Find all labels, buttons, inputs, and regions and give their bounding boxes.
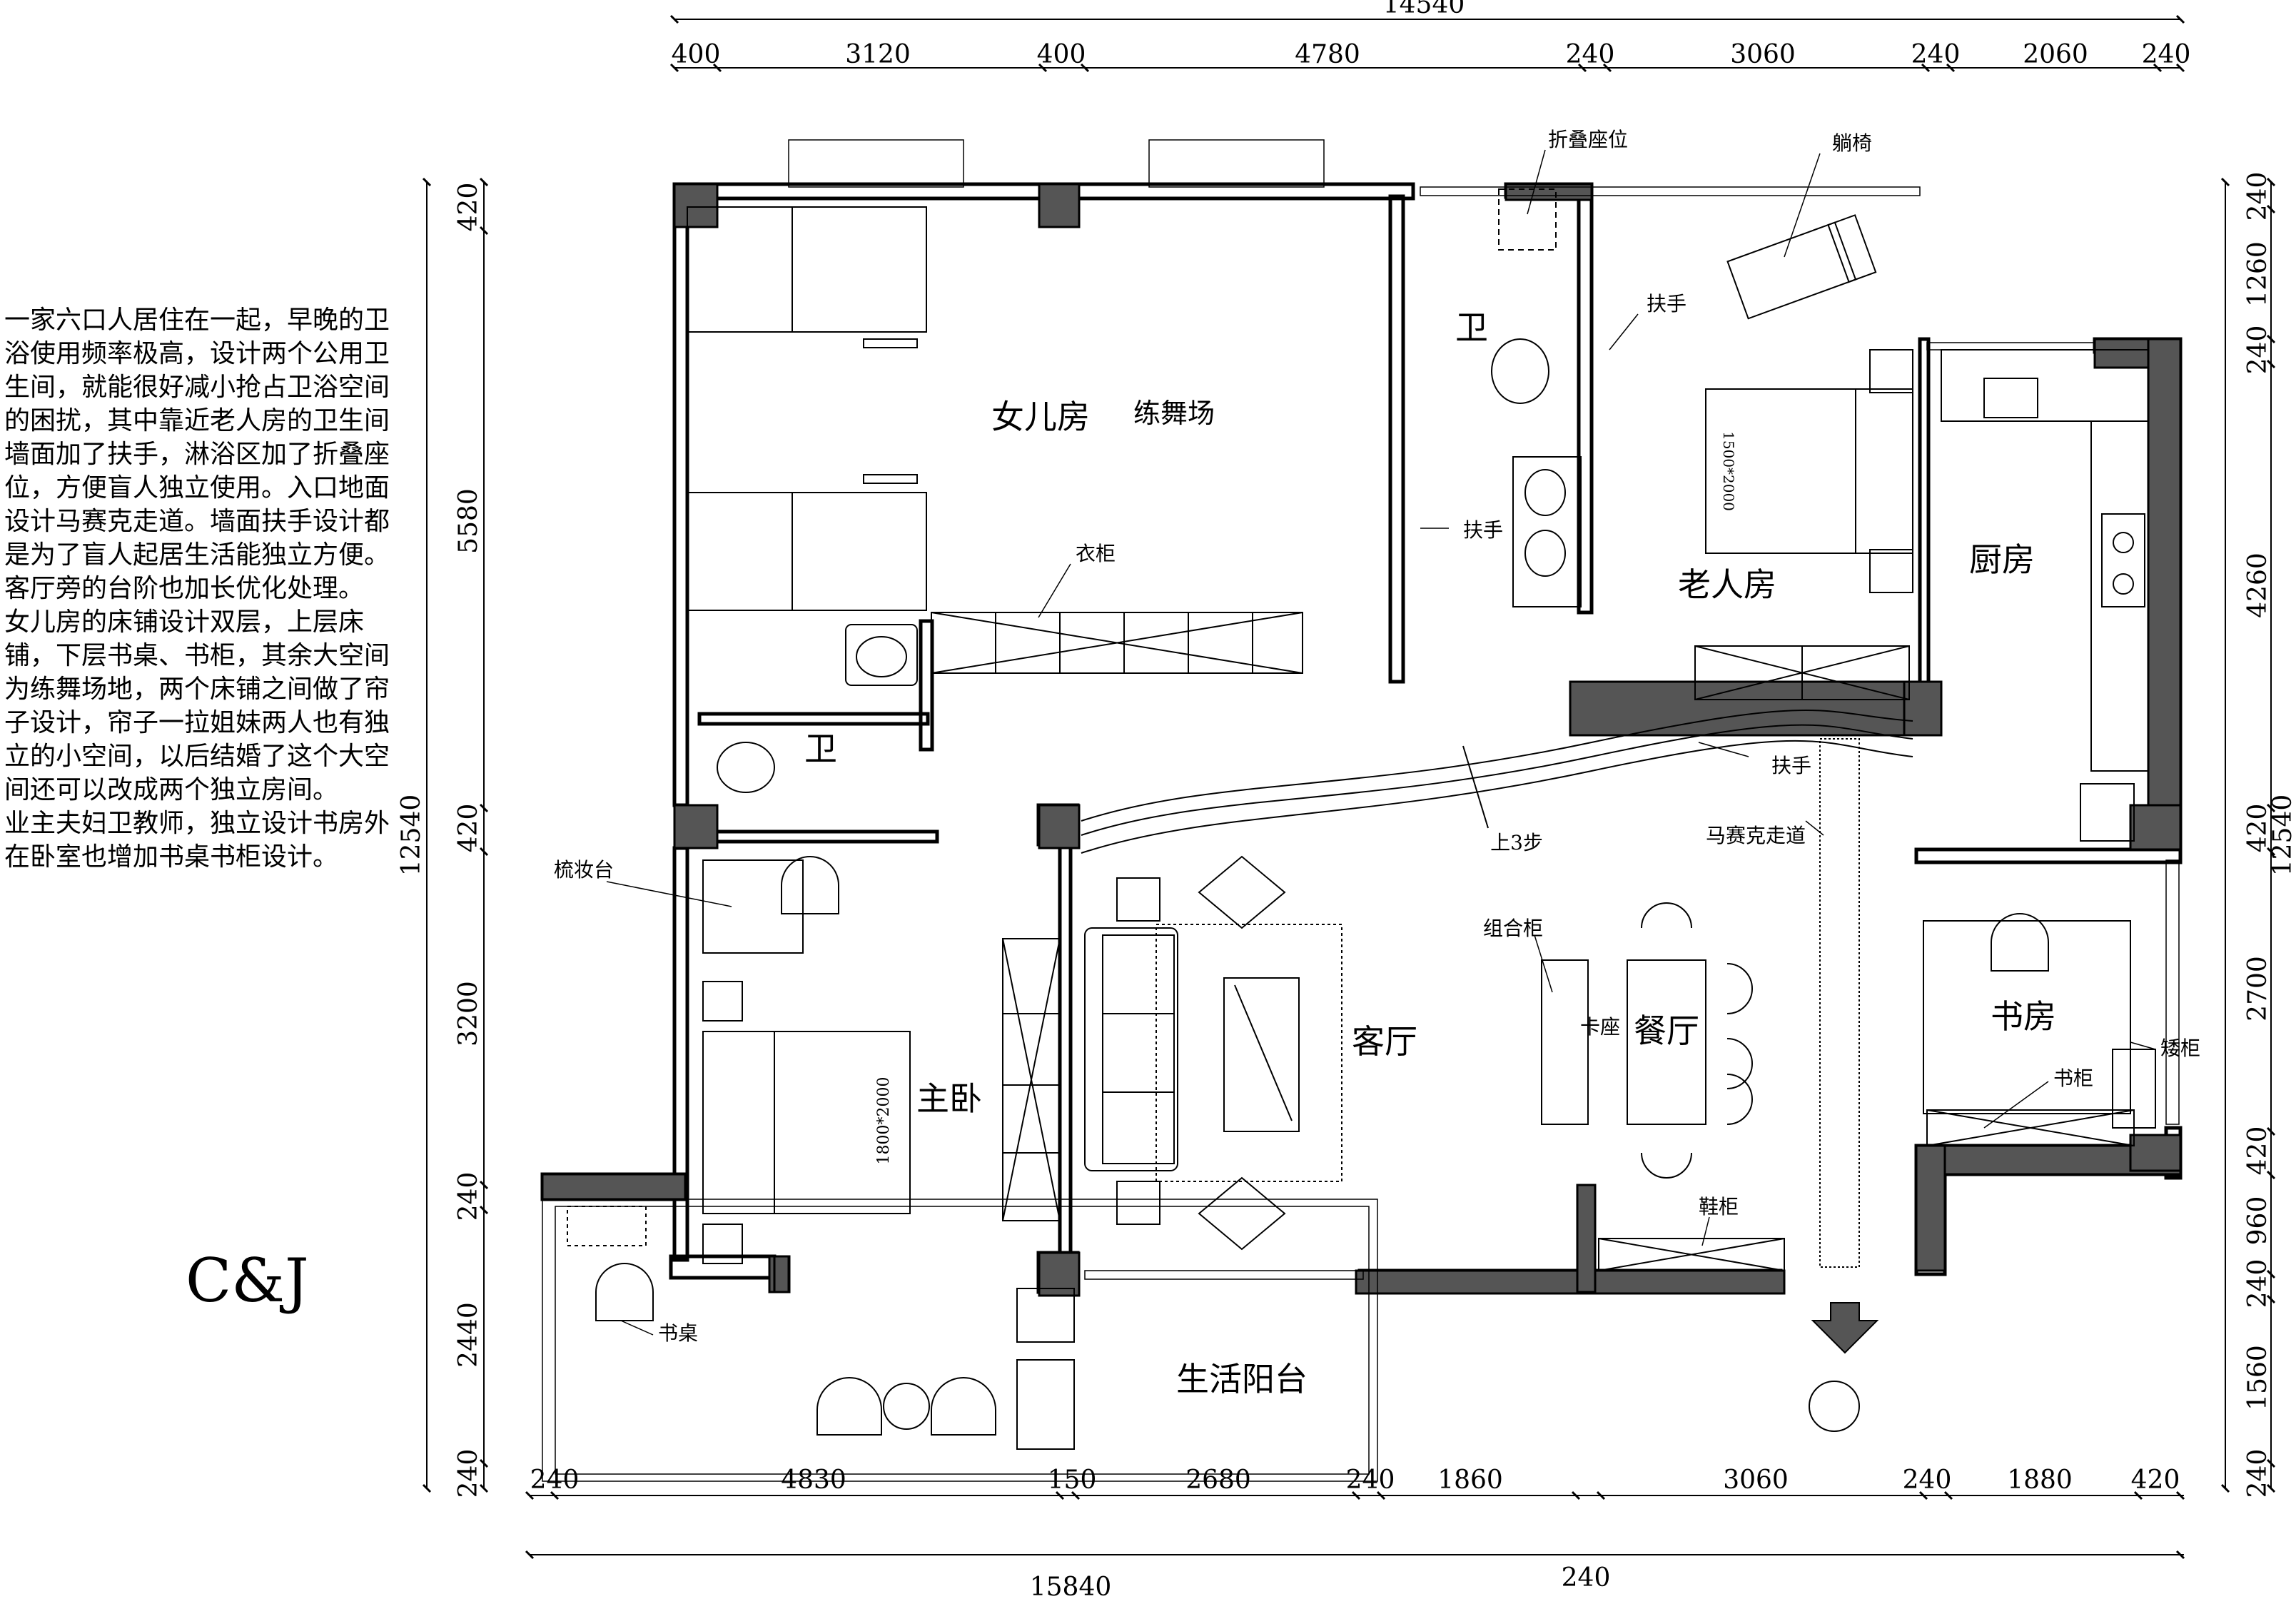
dim-left-0: 420 <box>454 183 483 232</box>
dimension-text-bottom: 240 4830 150 2680 240 1860 3060 240 1880… <box>530 1466 2180 1599</box>
label-handrail-1: 扶手 <box>1647 292 1686 316</box>
dimension-ticks <box>422 14 2276 1560</box>
dim-bottom-total: 15840 <box>1030 1573 1112 1599</box>
dim-right-8: 240 <box>2243 1259 2272 1308</box>
dim-bottom-extra: 240 <box>1562 1563 1611 1593</box>
dim-top-5: 3060 <box>1730 40 1796 69</box>
dim-bottom-7: 240 <box>1903 1466 1952 1495</box>
dim-right-4: 420 <box>2243 804 2272 853</box>
dimension-text-left: 12540 420 5580 420 3200 240 2440 240 <box>397 183 483 1498</box>
room-kitchen: 厨房 <box>1969 540 2035 579</box>
leader-lines <box>606 149 2156 1336</box>
room-labels: 女儿房 练舞场 卫 卫 老人房 厨房 客厅 餐厅 主卧 书房 生活阳台 <box>804 308 2056 1398</box>
dim-right-3: 4260 <box>2243 553 2272 618</box>
label-recliner: 躺椅 <box>1832 131 1872 155</box>
description-paragraph-2: 女儿房的床铺设计双层，上层床铺，下层书桌、书柜，其余大空间为练舞场地，两个床铺之… <box>4 607 390 804</box>
room-master: 主卧 <box>916 1079 982 1118</box>
dim-left-2: 420 <box>454 804 483 853</box>
label-low-cabinet: 矮柜 <box>2160 1036 2200 1060</box>
room-bath-top: 卫 <box>1455 308 1488 347</box>
wall-columns <box>541 183 2182 1297</box>
room-dance: 练舞场 <box>1133 398 1215 429</box>
dim-top-0: 400 <box>672 40 721 69</box>
dim-left-total: 12540 <box>397 795 426 877</box>
label-bed-master: 1800*2000 <box>875 1077 893 1165</box>
label-vanity: 梳妆台 <box>554 858 614 882</box>
brand-logo: C&J <box>186 1246 309 1316</box>
dim-right-9: 1560 <box>2243 1345 2272 1411</box>
dim-top-1: 3120 <box>845 40 911 69</box>
room-daughter: 女儿房 <box>991 398 1090 436</box>
dim-right-1: 1260 <box>2243 241 2272 307</box>
label-wardrobe: 衣柜 <box>1076 542 1116 565</box>
label-combo-cabinet: 组合柜 <box>1483 917 1543 940</box>
room-living: 客厅 <box>1352 1022 1417 1061</box>
dimension-text-right: 12540 240 1260 240 4260 420 2700 420 960… <box>2243 172 2296 1498</box>
dim-top-4: 240 <box>1566 40 1615 69</box>
dim-bottom-8: 1880 <box>2007 1466 2073 1495</box>
dim-top-3: 4780 <box>1295 40 1360 69</box>
dimension-text-top: 14540 400 3120 400 4780 240 3060 240 206… <box>672 0 2191 69</box>
dimension-lines <box>426 19 2272 1555</box>
label-handrail-3: 扶手 <box>1771 754 1811 777</box>
dim-top-7: 2060 <box>2023 40 2088 69</box>
room-balcony: 生活阳台 <box>1176 1360 1308 1398</box>
dim-right-2: 240 <box>2243 326 2272 375</box>
dim-top-2: 400 <box>1037 40 1086 69</box>
room-elder: 老人房 <box>1678 565 1776 604</box>
dim-bottom-4: 240 <box>1346 1466 1395 1495</box>
label-bookcase: 书柜 <box>2053 1066 2093 1090</box>
dim-bottom-0: 240 <box>530 1466 580 1495</box>
label-booth: 卡座 <box>1580 1015 1620 1039</box>
dim-left-1: 5580 <box>454 488 483 554</box>
dim-right-0: 240 <box>2243 172 2272 221</box>
dim-bottom-6: 3060 <box>1723 1466 1789 1495</box>
dim-right-7: 960 <box>2243 1196 2272 1246</box>
dim-top-8: 240 <box>2142 40 2191 69</box>
room-bath-left: 卫 <box>804 730 837 768</box>
dim-left-4: 240 <box>454 1172 483 1221</box>
annotation-labels: 折叠座位 躺椅 扶手 扶手 扶手 衣柜 梳妆台 组合柜 卡座 马赛克走道 上3步… <box>554 128 2200 1345</box>
dim-right-6: 420 <box>2243 1126 2272 1176</box>
walls <box>540 182 2183 1294</box>
design-description: 一家六口人居住在一起，早晚的卫浴使用频率极高，设计两个公用卫生间，就能很好减小抢… <box>4 303 390 874</box>
furniture <box>567 188 2156 1450</box>
dim-bottom-2: 150 <box>1048 1466 1097 1495</box>
dim-bottom-5: 1860 <box>1437 1466 1503 1495</box>
dim-bottom-3: 2680 <box>1185 1466 1251 1495</box>
dim-bottom-9: 420 <box>2131 1466 2180 1495</box>
dim-top-total: 14540 <box>1383 0 1465 19</box>
label-steps: 上3步 <box>1490 831 1543 854</box>
dim-left-3: 3200 <box>454 981 483 1046</box>
dim-right-10: 240 <box>2243 1449 2272 1498</box>
description-paragraph-3: 业主夫妇卫教师，独立设计书房外在卧室也增加书桌书柜设计。 <box>4 809 390 872</box>
dim-left-6: 240 <box>454 1449 483 1498</box>
description-paragraph-1: 一家六口人居住在一起，早晚的卫浴使用频率极高，设计两个公用卫生间，就能很好减小抢… <box>4 306 390 603</box>
dim-right-5: 2700 <box>2243 956 2272 1022</box>
dim-right-total: 12540 <box>2268 795 2296 877</box>
dim-top-6: 240 <box>1911 40 1961 69</box>
label-desk: 书桌 <box>658 1321 698 1345</box>
label-folding-seat: 折叠座位 <box>1548 128 1628 151</box>
room-dining: 餐厅 <box>1634 1012 1699 1050</box>
dim-bottom-1: 4830 <box>781 1466 846 1495</box>
dim-left-5: 2440 <box>454 1302 483 1368</box>
label-handrail-2: 扶手 <box>1463 518 1503 542</box>
label-bed-elder: 1500*2000 <box>1720 431 1737 511</box>
label-mosaic-path: 马赛克走道 <box>1706 824 1806 847</box>
label-shoe-cabinet: 鞋柜 <box>1699 1195 1739 1219</box>
room-study: 书房 <box>1991 997 2056 1036</box>
